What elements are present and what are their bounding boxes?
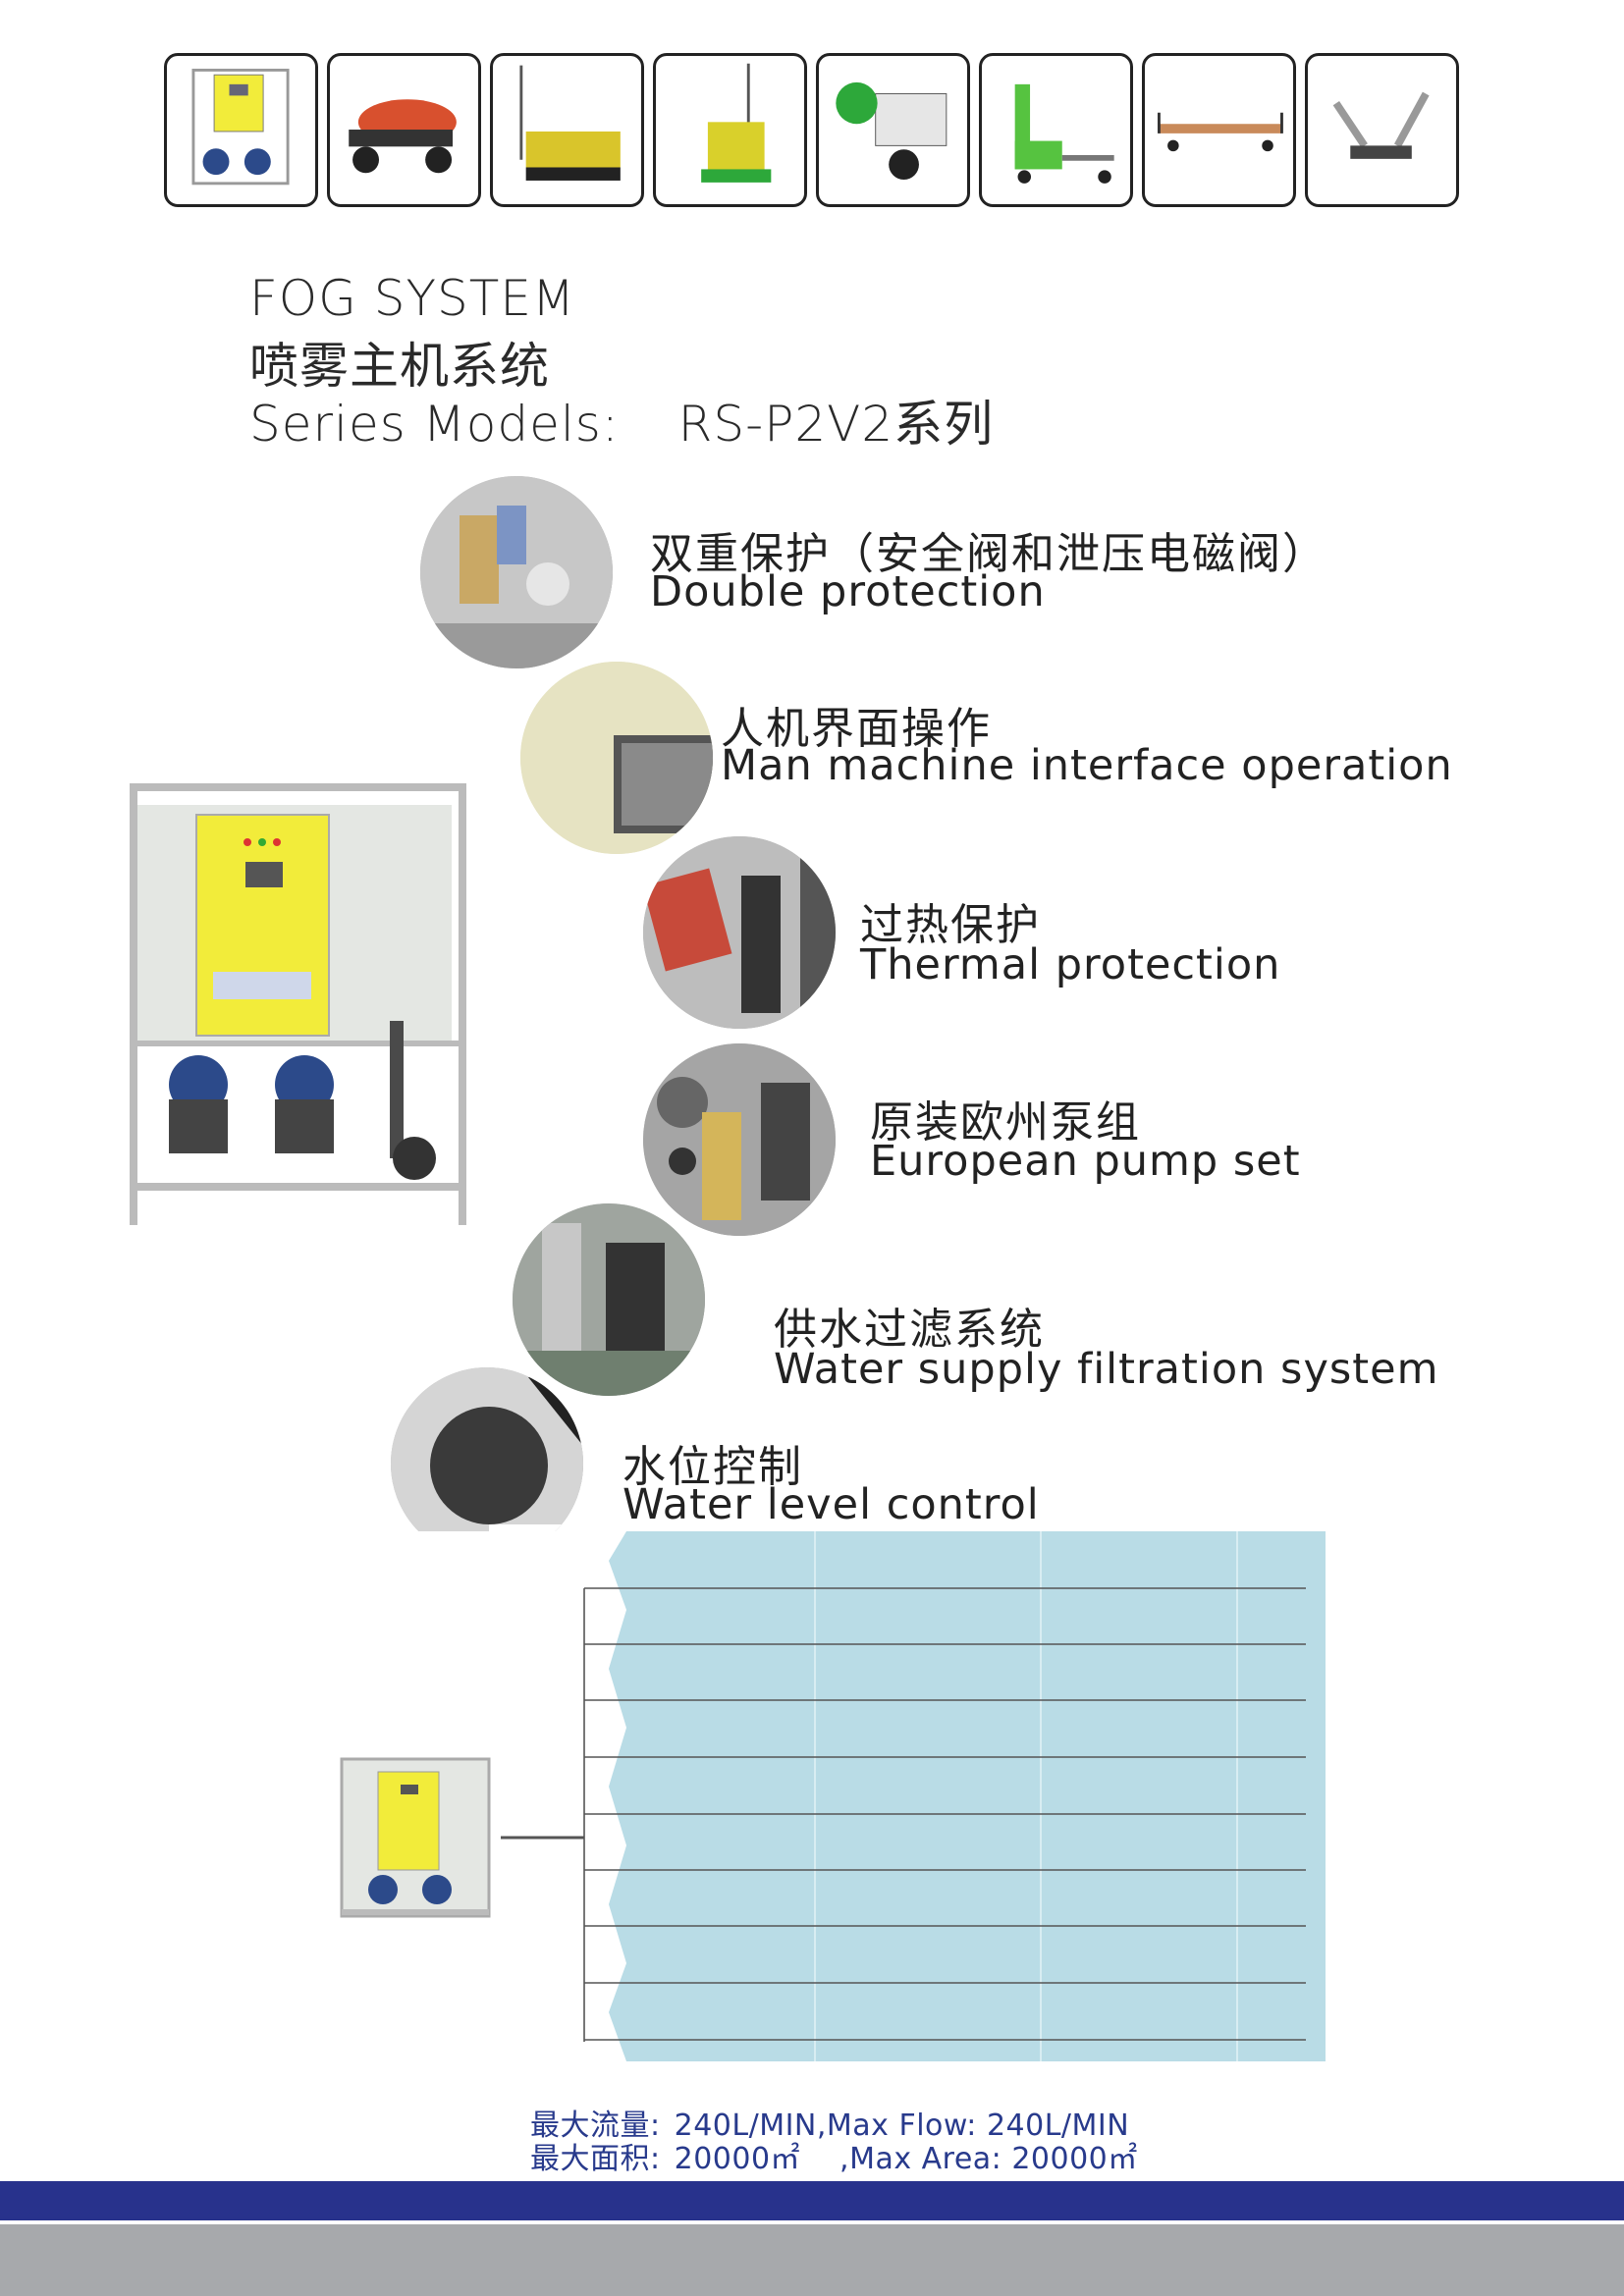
- series-model: RS-P2V2系列: [677, 396, 995, 453]
- pipe-layout-diagram: [334, 1531, 1335, 2081]
- series-line: Series Models: RS-P2V2系列: [249, 385, 994, 455]
- footer-blue-band: [0, 2181, 1624, 2220]
- mast-cart-thumb[interactable]: [490, 53, 644, 207]
- thermal-photo: [643, 836, 836, 1029]
- hmi-photo: [520, 662, 713, 854]
- boom-sprayer-thumb[interactable]: [1305, 53, 1459, 207]
- feature-en: Water supply filtration system: [774, 1345, 1439, 1394]
- fog-host-machine-image: [120, 775, 475, 1237]
- max-flow-spec: 最大流量: 240L/MIN,Max Flow: 240L/MIN: [530, 2101, 1129, 2144]
- footer-grey-band: [0, 2224, 1624, 2296]
- feature-cn: 水位控制: [623, 1442, 803, 1492]
- title-cn: 喷雾主机系统: [249, 338, 550, 395]
- feature-en: Man machine interface operation: [721, 741, 1453, 790]
- feature-cn: 双重保护（安全阀和泄压电磁阀）: [650, 529, 1327, 579]
- flatbed-cart-thumb[interactable]: [1142, 53, 1296, 207]
- max-area-spec: 最大面积: 20000㎡ ,Max Area: 20000㎡: [530, 2134, 1138, 2177]
- feature-en: Thermal protection: [860, 940, 1281, 989]
- product-thumbnail-row: [164, 53, 1465, 210]
- series-label: Series Models:: [249, 396, 620, 453]
- max-area-value: 20000㎡: [674, 2142, 801, 2176]
- max-flow-cn-label: 最大流量:: [530, 2109, 661, 2143]
- green-trolley-thumb[interactable]: [979, 53, 1133, 207]
- max-flow-value: 240L/MIN: [674, 2109, 817, 2143]
- max-flow-en: ,Max Flow: 240L/MIN: [816, 2109, 1130, 2143]
- green-mast-cart-thumb[interactable]: [653, 53, 807, 207]
- max-area-cn-label: 最大面积:: [530, 2142, 661, 2176]
- feature-cn: 原装欧州泵组: [870, 1097, 1141, 1148]
- feature-en: Water level control: [623, 1480, 1040, 1529]
- double-protection-photo: [420, 476, 613, 668]
- filtration-photo: [513, 1203, 705, 1396]
- feature-cn: 供水过滤系统: [774, 1305, 1045, 1355]
- spray-trailer-thumb[interactable]: [327, 53, 481, 207]
- feature-en: European pump set: [870, 1137, 1301, 1186]
- fog-cannon-trailer-thumb[interactable]: [816, 53, 970, 207]
- water-level-photo: [391, 1367, 583, 1560]
- fog-host-thumb[interactable]: [164, 53, 318, 207]
- feature-en: Double protection: [650, 567, 1046, 616]
- title-en: FOG SYSTEM: [249, 270, 576, 327]
- feature-cn: 人机界面操作: [721, 704, 992, 754]
- max-area-en: ,Max Area: 20000㎡: [839, 2142, 1138, 2176]
- feature-cn: 过热保护: [860, 900, 1041, 950]
- pump-set-photo: [643, 1043, 836, 1236]
